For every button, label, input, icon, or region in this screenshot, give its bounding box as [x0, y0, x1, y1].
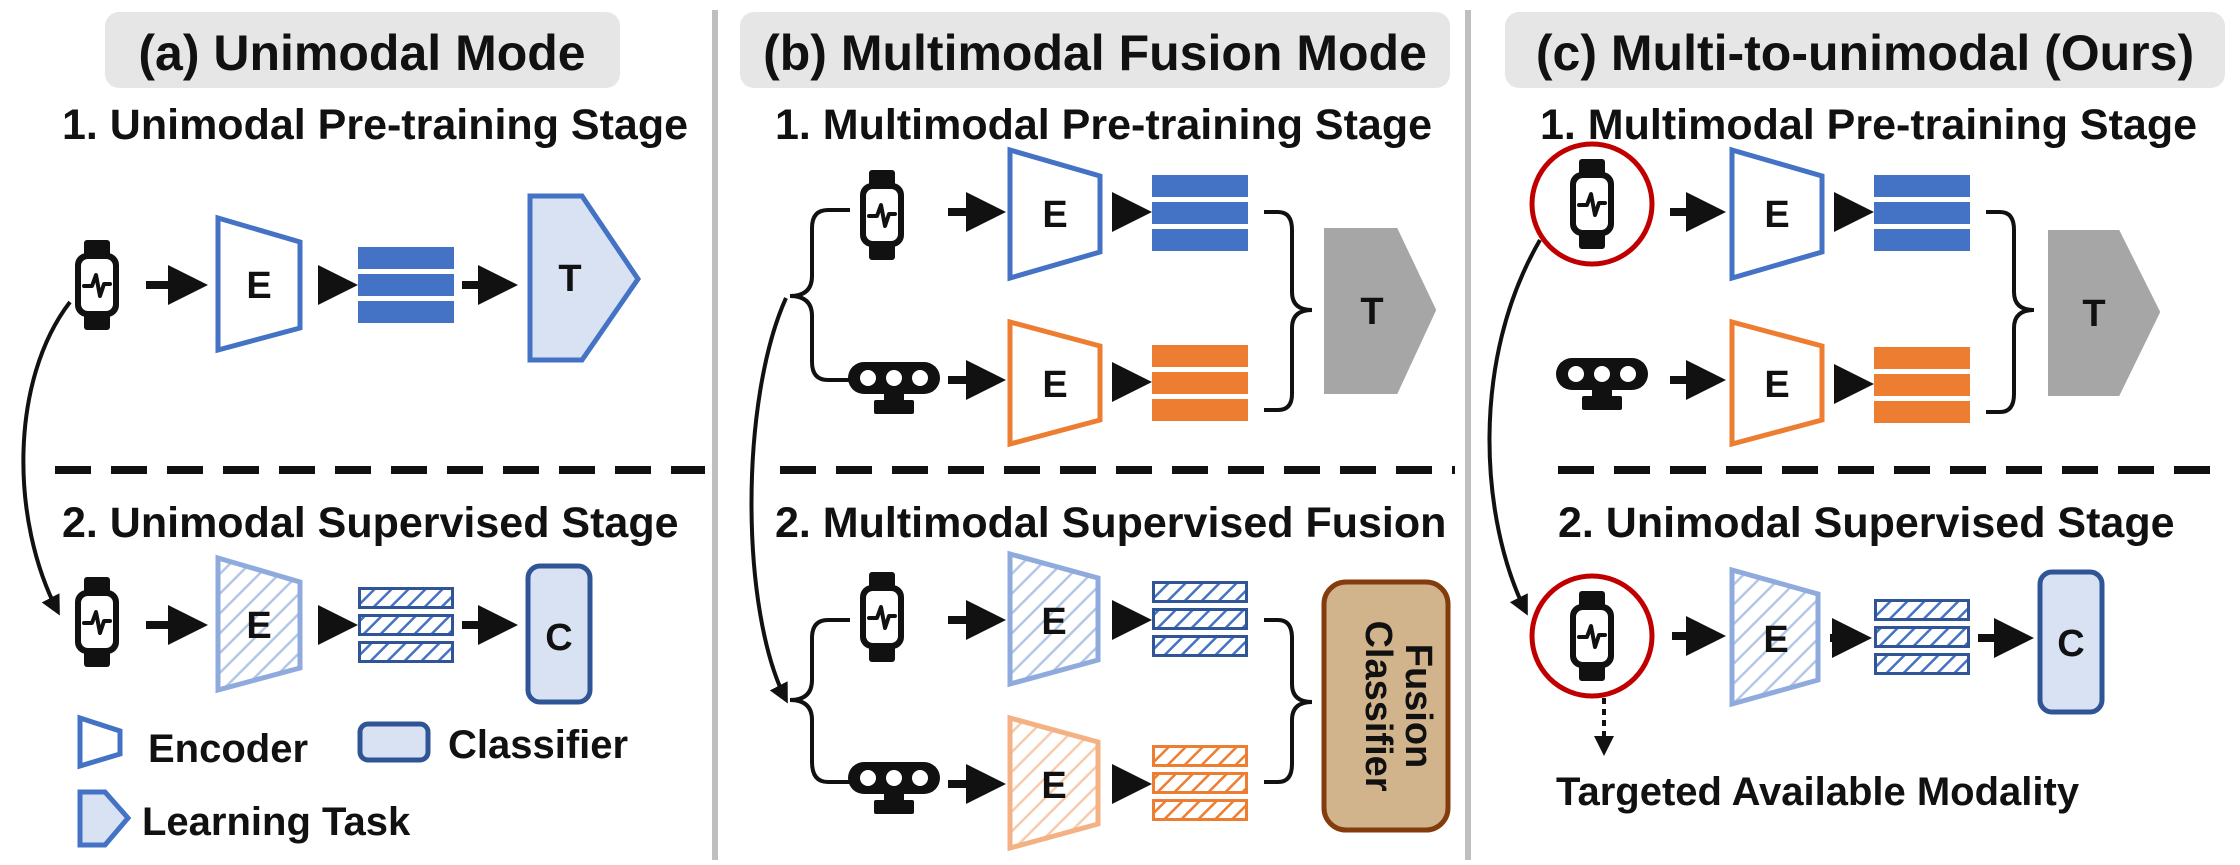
encoder-label: E: [1042, 194, 1067, 236]
curved-arrow: [749, 297, 788, 704]
panel-a-title: (a) Unimodal Mode: [138, 25, 585, 81]
smartwatch-icon: [860, 170, 904, 260]
learning-task-shape: [2048, 230, 2161, 396]
frozen-encoder-shape: [1729, 566, 1821, 708]
encoder-shape: [1729, 318, 1825, 448]
panel-a-title-bg: [105, 12, 620, 88]
legend-classifier-label: Classifier: [448, 723, 628, 767]
feature-bars: [1152, 175, 1248, 251]
panel-a: (a) Unimodal Mode 1. Unimodal Pre-traini…: [21, 12, 705, 848]
encoder-shape: [1007, 146, 1103, 282]
legend-classifier-icon: [357, 721, 431, 763]
panel-b-stage1-title: 1. Multimodal Pre-training Stage: [775, 101, 1432, 149]
encoder-label: E: [246, 605, 271, 647]
encoder-label: E: [1041, 765, 1066, 807]
feature-bars: [1152, 345, 1248, 421]
classifier-shape: [525, 563, 593, 705]
encoder-label: E: [246, 265, 271, 307]
feature-bars: [1152, 744, 1248, 822]
smartwatch-icon: [860, 572, 904, 662]
legend-encoder-icon: [77, 714, 123, 770]
feature-bars: [358, 586, 454, 664]
panel-b-title-bg: [740, 12, 1450, 88]
smartwatch-icon: [75, 240, 119, 330]
legend-task-label: Learning Task: [142, 800, 411, 844]
panel-c-title-bg: [1505, 12, 2225, 88]
smartwatch-icon: [75, 577, 119, 667]
task-label: T: [2082, 293, 2105, 335]
panel-c: (c) Multi-to-unimodal (Ours) 1. Multimod…: [1487, 12, 2228, 814]
feature-bars: [1874, 175, 1970, 251]
task-label: T: [1360, 291, 1383, 333]
panel-c-title: (c) Multi-to-unimodal (Ours): [1536, 25, 2194, 81]
depth-camera-icon: [1556, 358, 1648, 410]
encoder-shape: [1729, 146, 1825, 282]
classifier-label: C: [545, 617, 572, 659]
feature-bars: [1152, 580, 1248, 658]
input-bracket: [789, 618, 850, 784]
depth-camera-icon: [848, 362, 940, 414]
feature-bars: [1874, 347, 1970, 423]
input-bracket: [789, 208, 850, 382]
fusion-bracket: [1264, 618, 1313, 784]
encoder-label: E: [1041, 601, 1066, 643]
encoder-shape: [1007, 318, 1103, 448]
feature-bars: [1874, 598, 1970, 676]
depth-camera-icon: [848, 762, 940, 814]
encoder-label: E: [1042, 364, 1067, 406]
encoder-label: E: [1763, 619, 1788, 661]
classifier-shape: [2037, 569, 2105, 715]
encoder-shape: [215, 214, 303, 354]
panel-c-stage2-title: 2. Unimodal Supervised Stage: [1558, 499, 2175, 547]
fusion-classifier-shape: [1321, 579, 1451, 833]
feature-bars: [358, 247, 454, 323]
learning-task-shape: [1324, 228, 1437, 394]
frozen-encoder-shape: [215, 554, 303, 694]
panel-a-stage1-title: 1. Unimodal Pre-training Stage: [62, 101, 688, 149]
target-modality-note: Targeted Available Modality: [1556, 770, 2080, 814]
fusion-classifier-line1: Fusion: [1397, 644, 1439, 769]
legend-encoder-label: Encoder: [148, 727, 308, 771]
panel-c-stage1-title: 1. Multimodal Pre-training Stage: [1540, 101, 2197, 149]
curved-arrow: [21, 300, 72, 616]
learning-task-shape: [527, 193, 642, 363]
fusion-bracket: [1986, 210, 2035, 414]
encoder-label: E: [1764, 364, 1789, 406]
legend-task-icon: [77, 789, 132, 848]
curved-arrow: [1487, 238, 1542, 616]
encoder-label: E: [1764, 194, 1789, 236]
panel-b-stage2-title: 2. Multimodal Supervised Fusion: [775, 499, 1446, 547]
frozen-encoder-shape: [1007, 550, 1101, 688]
panel-b: (b) Multimodal Fusion Mode 1. Multimodal…: [740, 12, 1455, 852]
classifier-label: C: [2057, 623, 2084, 665]
task-label: T: [558, 258, 581, 300]
panel-b-title: (b) Multimodal Fusion Mode: [763, 25, 1427, 81]
fusion-bracket: [1264, 210, 1313, 412]
frozen-encoder-shape: [1007, 714, 1101, 852]
panel-a-stage2-title: 2. Unimodal Supervised Stage: [62, 499, 679, 547]
fusion-classifier-line2: Classifier: [1357, 620, 1399, 791]
